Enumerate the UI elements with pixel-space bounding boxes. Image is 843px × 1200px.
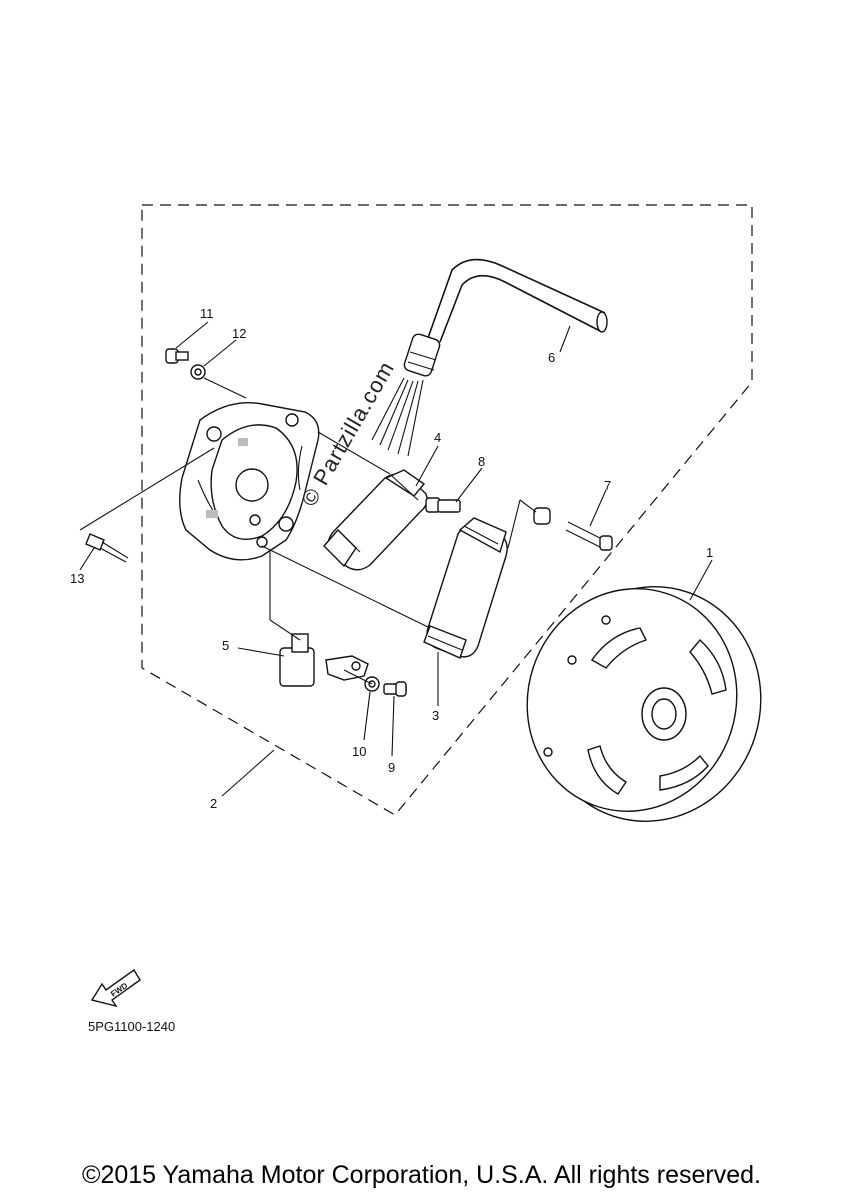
callout-11: 11 bbox=[200, 306, 214, 321]
callout-10: 10 bbox=[352, 744, 366, 759]
callout-6: 6 bbox=[548, 350, 555, 365]
assembly-boundary-dashed bbox=[141, 204, 753, 816]
callout-7: 7 bbox=[604, 478, 611, 493]
screw-11 bbox=[165, 348, 189, 364]
callout-8: 8 bbox=[478, 454, 485, 469]
screw-13 bbox=[85, 533, 129, 563]
lead-wire-harness bbox=[371, 258, 608, 457]
small-coil bbox=[279, 633, 369, 687]
callout-9: 9 bbox=[388, 760, 395, 775]
leader-lines bbox=[79, 321, 713, 797]
callout-2: 2 bbox=[210, 796, 217, 811]
callout-4: 4 bbox=[434, 430, 441, 445]
callout-12: 12 bbox=[232, 326, 246, 341]
washer-12 bbox=[190, 364, 206, 380]
flywheel-rotor bbox=[526, 586, 762, 822]
callout-13: 13 bbox=[70, 571, 84, 586]
callout-3: 3 bbox=[432, 708, 439, 723]
diagram-code: 5PG1100-1240 bbox=[88, 1019, 176, 1034]
assembly-guide-lines bbox=[79, 377, 537, 685]
callout-5: 5 bbox=[222, 638, 229, 653]
screw-8 bbox=[425, 497, 461, 513]
callout-1: 1 bbox=[706, 545, 713, 560]
screw-7 bbox=[533, 507, 613, 551]
copyright-notice: ©2015 Yamaha Motor Corporation, U.S.A. A… bbox=[82, 1161, 761, 1189]
fwd-arrow-icon: FWD bbox=[90, 968, 141, 1008]
screw-9 bbox=[383, 681, 407, 697]
charge-coil bbox=[323, 469, 428, 571]
pulser-coil bbox=[423, 517, 508, 659]
stator-base-plate bbox=[179, 402, 320, 561]
